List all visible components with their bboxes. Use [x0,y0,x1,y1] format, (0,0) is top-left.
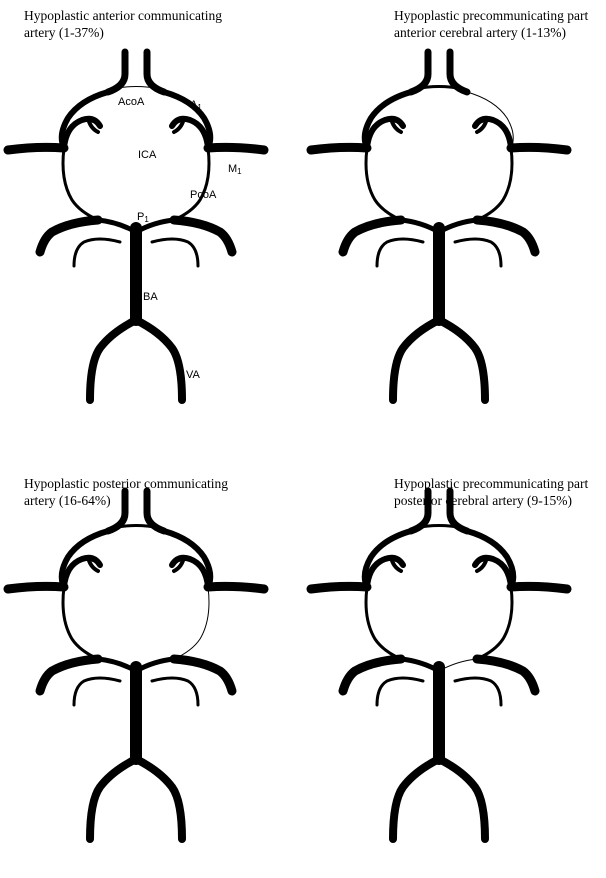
circle-of-willis-diagram [0,439,303,878]
vessel-pcoa-left [63,148,98,220]
vessel-va-left [393,320,439,400]
vessel-ica-loop-right [172,558,208,587]
vessel-mca-right [511,586,567,589]
vessel-pcoa-left [366,148,401,220]
vessel-pca-left [40,659,98,691]
vessel-ica-loop-right [475,119,511,148]
label-acoa: AcoA [118,96,145,108]
vessel-ica-loop-right [475,558,511,587]
vessel-pcoa-right [477,148,512,220]
label-va: VA [186,369,201,381]
vessel-aca-distal-left [108,52,125,92]
vessel-aca-distal-right [147,52,164,92]
vessel-va-left [90,759,136,839]
vessel-ica-loop-left [64,558,100,587]
label-m1: M1 [228,163,242,176]
vessel-va-right [136,320,182,400]
vessel-mca-left [8,147,64,150]
label-a1-subscript: 1 [197,103,202,112]
vessel-sca-right [152,678,198,705]
label-a1: A1 [190,99,202,112]
diagram-panel-acoa: Hypoplastic anterior communicating arter… [0,0,303,439]
diagram-panel-p1: Hypoplastic precommunicating part poster… [303,439,606,878]
vessel-sca-left [74,678,120,705]
vessel-pca-left [343,659,401,691]
vessel-pcoa-right [174,148,209,220]
vessel-mca-right [511,147,567,150]
diagram-panel-pcoa: Hypoplastic posterior communicating arte… [0,439,303,878]
vessel-va-left [90,320,136,400]
vessel-va-left [393,759,439,839]
vessel-pca-left [40,220,98,252]
vessel-sca-left [377,239,423,266]
vessel-mca-left [311,586,367,589]
vessel-ica-loop-left [367,558,403,587]
vessel-pca-right [174,659,232,691]
vessel-mca-right [208,586,264,589]
vessel-pcoa-left [366,587,401,659]
vessel-va-right [136,759,182,839]
vessel-acoa [415,87,463,90]
label-pcoa: PcoA [190,189,217,201]
vessel-pca-right [477,659,535,691]
label-m1-subscript: 1 [237,167,242,176]
label-p1: P1 [137,211,149,224]
vessel-pcoa-left [63,587,98,659]
vessel-sca-left [74,239,120,266]
vessel-sca-right [455,239,501,266]
vessel-ica-loop-right [172,119,208,148]
vessel-pca-right [174,220,232,252]
vessel-sca-right [152,239,198,266]
vessel-pcoa-right [174,587,209,659]
vessel-acoa [415,526,463,529]
vessel-pca-right [477,220,535,252]
vessel-ica-loop-left [64,119,100,148]
label-ba: BA [143,291,158,303]
vessel-va-right [439,759,485,839]
diagram-panel-a1: Hypoplastic precommunicating part anteri… [303,0,606,439]
circle-of-willis-diagram [303,0,606,439]
vessel-mca-right [208,147,264,150]
circle-of-willis-diagram [303,439,606,878]
vessel-ica-loop-left [367,119,403,148]
vessel-mca-left [8,586,64,589]
vessel-mca-left [311,147,367,150]
label-p1-subscript: 1 [144,215,149,224]
label-ica: ICA [138,149,157,161]
vessel-sca-left [377,678,423,705]
vessel-pcoa-right [477,587,512,659]
vessel-sca-right [455,678,501,705]
vessel-pca-left [343,220,401,252]
vessel-va-right [439,320,485,400]
vessel-acoa [112,526,160,529]
